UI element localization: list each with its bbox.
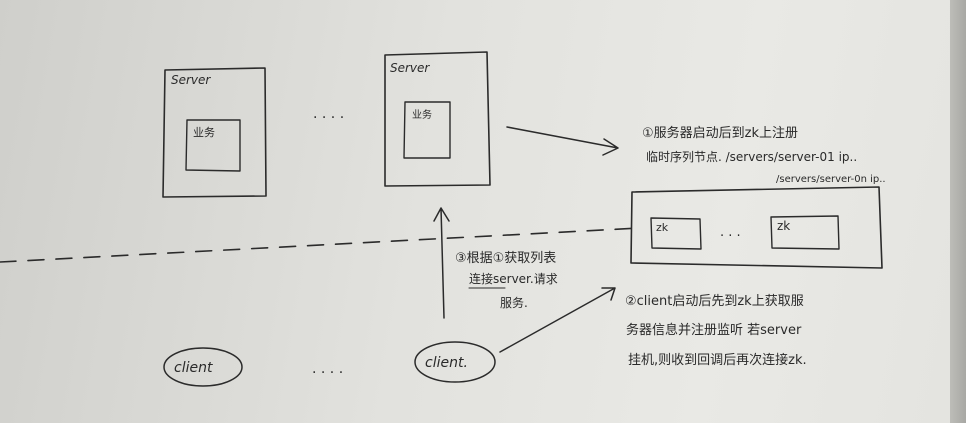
zk-cluster-box: zk · · · zk xyxy=(630,186,883,269)
zk-node-1: zk xyxy=(650,217,702,250)
note2-line2: 连接server.请求 xyxy=(469,271,558,286)
server-box-1: Server 业务 xyxy=(162,67,267,198)
zk-ellipsis: · · · xyxy=(720,229,741,244)
business-2-label: 业务 xyxy=(412,108,432,121)
client-1-label: client xyxy=(174,360,213,376)
note3-line2: 务器信息并注册监听 若server xyxy=(626,322,802,338)
zk-node-2-label: zk xyxy=(777,219,790,233)
note1-line3: /servers/server-0n ip.. xyxy=(776,174,886,185)
note-1: ①服务器启动后到zk上注册 临时序列节点. /servers/server-01… xyxy=(642,125,886,185)
arrow-client-to-server xyxy=(433,207,450,319)
server-2-label: Server xyxy=(390,61,430,75)
business-box-1: 业务 xyxy=(185,119,241,172)
dashed-separator xyxy=(0,227,641,263)
server-box-2: Server 业务 xyxy=(384,51,491,187)
server-1-label: Server xyxy=(171,73,211,87)
client-2: client. xyxy=(414,341,496,383)
note3-line3: 挂机,则收到回调后再次连接zk. xyxy=(628,352,807,368)
client-ellipsis: · · · · xyxy=(312,365,343,381)
note3-line1: ②client启动后先到zk上获取服 xyxy=(625,294,804,309)
zk-node-2: zk xyxy=(770,215,840,250)
note-3: ②client启动后先到zk上获取服 务器信息并注册监听 若server 挂机,… xyxy=(625,294,807,368)
server-ellipsis: · · · · xyxy=(313,110,344,126)
note2-line3: 服务. xyxy=(500,295,528,310)
paper-edge xyxy=(950,0,966,423)
client-2-label: client. xyxy=(425,355,468,371)
note2-line1: ③根据①获取列表 xyxy=(455,251,556,266)
zk-node-1-label: zk xyxy=(656,221,669,234)
note1-line1: ①服务器启动后到zk上注册 xyxy=(642,125,798,141)
note-2: ③根据①获取列表 连接server.请求 服务. xyxy=(455,251,558,310)
note1-line2: 临时序列节点. /servers/server-01 ip.. xyxy=(646,149,857,164)
business-box-2: 业务 xyxy=(403,101,451,159)
client-1: client xyxy=(163,347,243,387)
arrow-server-to-note1 xyxy=(506,126,619,156)
arrow-client-to-note3 xyxy=(499,287,616,353)
business-1-label: 业务 xyxy=(193,126,215,139)
